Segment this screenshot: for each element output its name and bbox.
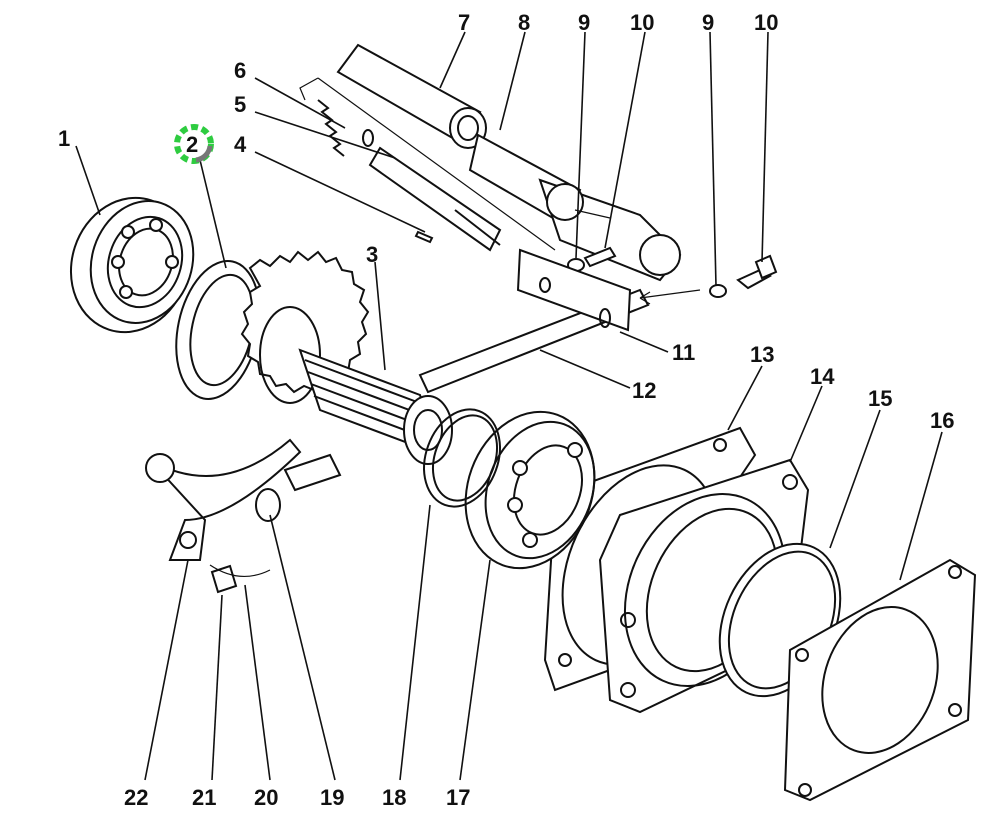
leader-lines — [75, 31, 943, 781]
part-11-plate — [516, 248, 632, 332]
label-12: 12 — [632, 378, 656, 403]
label-10a: 10 — [630, 10, 654, 35]
part-21-bolt — [210, 564, 238, 594]
part-4-pin — [414, 230, 434, 244]
bracket-line-left — [299, 77, 556, 251]
part-7-sleeve — [336, 43, 487, 149]
part-20-wire — [209, 564, 271, 578]
part-5-rod — [368, 146, 502, 252]
label-3: 3 — [366, 242, 378, 267]
part-6-spring — [317, 99, 374, 157]
part-16-gasket — [783, 558, 977, 802]
label-8: 8 — [518, 10, 530, 35]
part-10-bolt — [583, 246, 778, 290]
label-11: 11 — [672, 340, 695, 365]
label-16: 16 — [930, 408, 954, 433]
label-19: 19 — [320, 785, 344, 810]
label-5: 5 — [234, 92, 246, 117]
bracket-line-right — [574, 209, 701, 305]
label-2: 2 — [186, 132, 198, 157]
part-19-ring — [255, 488, 281, 522]
part-labels: 1 2 3 4 5 6 7 8 9 10 9 10 11 12 13 14 15… — [58, 10, 954, 810]
part-22-shift-fork — [145, 438, 342, 561]
label-14: 14 — [810, 364, 835, 389]
label-9b: 9 — [702, 10, 714, 35]
label-21: 21 — [192, 785, 216, 810]
gear-icon[interactable] — [174, 124, 214, 164]
part-2-gear — [175, 250, 370, 404]
label-20: 20 — [254, 785, 278, 810]
part-1-bearing — [69, 196, 195, 334]
label-18: 18 — [382, 785, 406, 810]
label-6: 6 — [234, 58, 246, 83]
label-10b: 10 — [754, 10, 778, 35]
label-15: 15 — [868, 386, 892, 411]
label-22: 22 — [124, 785, 148, 810]
label-9a: 9 — [578, 10, 590, 35]
part-3-splined-sleeve — [298, 348, 453, 465]
label-4: 4 — [234, 132, 247, 157]
label-7: 7 — [458, 10, 470, 35]
part-18-ring — [423, 408, 501, 508]
label-17: 17 — [446, 785, 470, 810]
part-8-lever — [468, 133, 682, 282]
label-1: 1 — [58, 126, 70, 151]
label-13: 13 — [750, 342, 774, 367]
